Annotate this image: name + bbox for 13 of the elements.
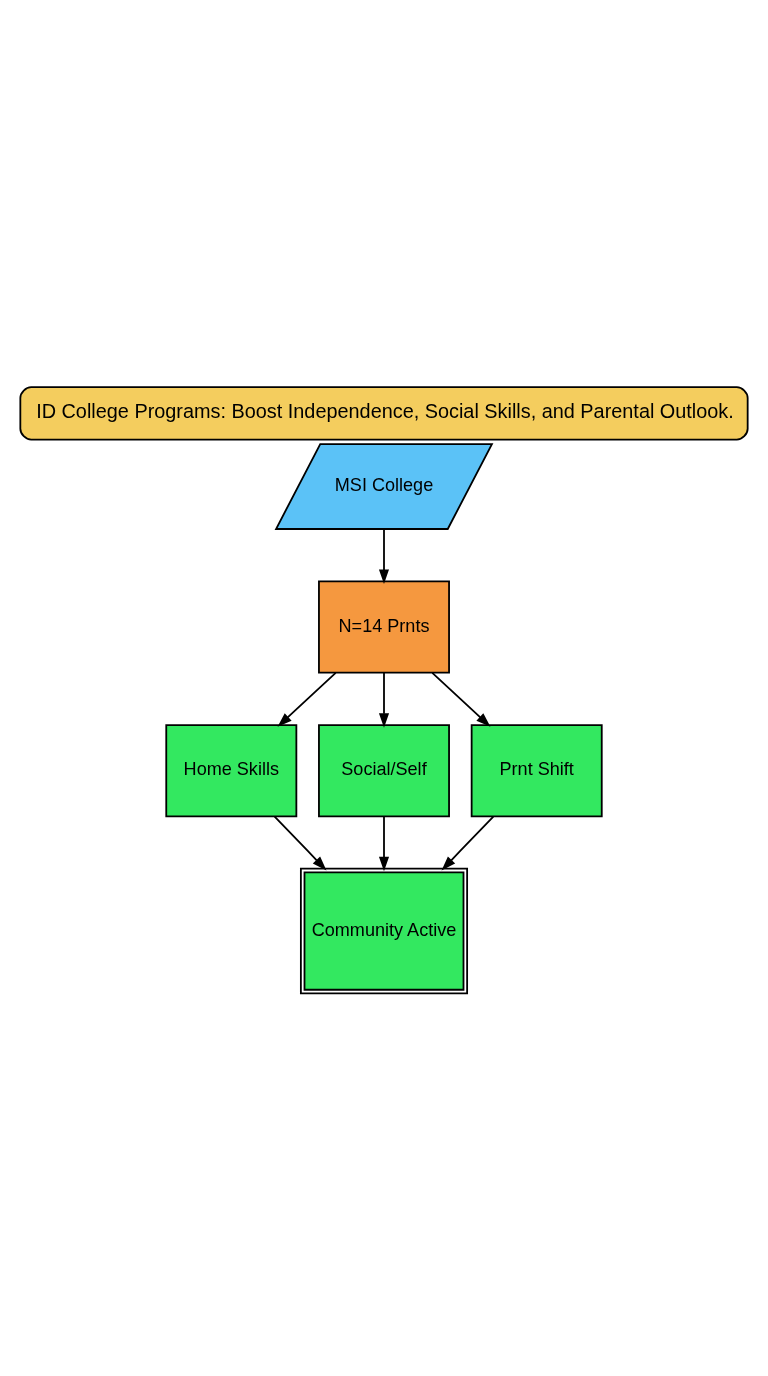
node-box: Community Active (299, 867, 469, 995)
arrow (273, 815, 327, 871)
arrow (441, 815, 495, 871)
diagram-title: ID College Programs: Boost Independence, Social Skills, and Parental Outlook. (36, 400, 734, 423)
arrow (378, 815, 390, 872)
arrow (378, 528, 390, 584)
arrow (277, 671, 337, 727)
node-box: Social/Self (318, 724, 450, 818)
arrow (378, 671, 390, 728)
node-box: Home Skills (165, 724, 298, 818)
arrow (431, 671, 491, 727)
node-box: N=14 Prnts (318, 580, 450, 674)
node-box: Prnt Shift (470, 724, 603, 818)
